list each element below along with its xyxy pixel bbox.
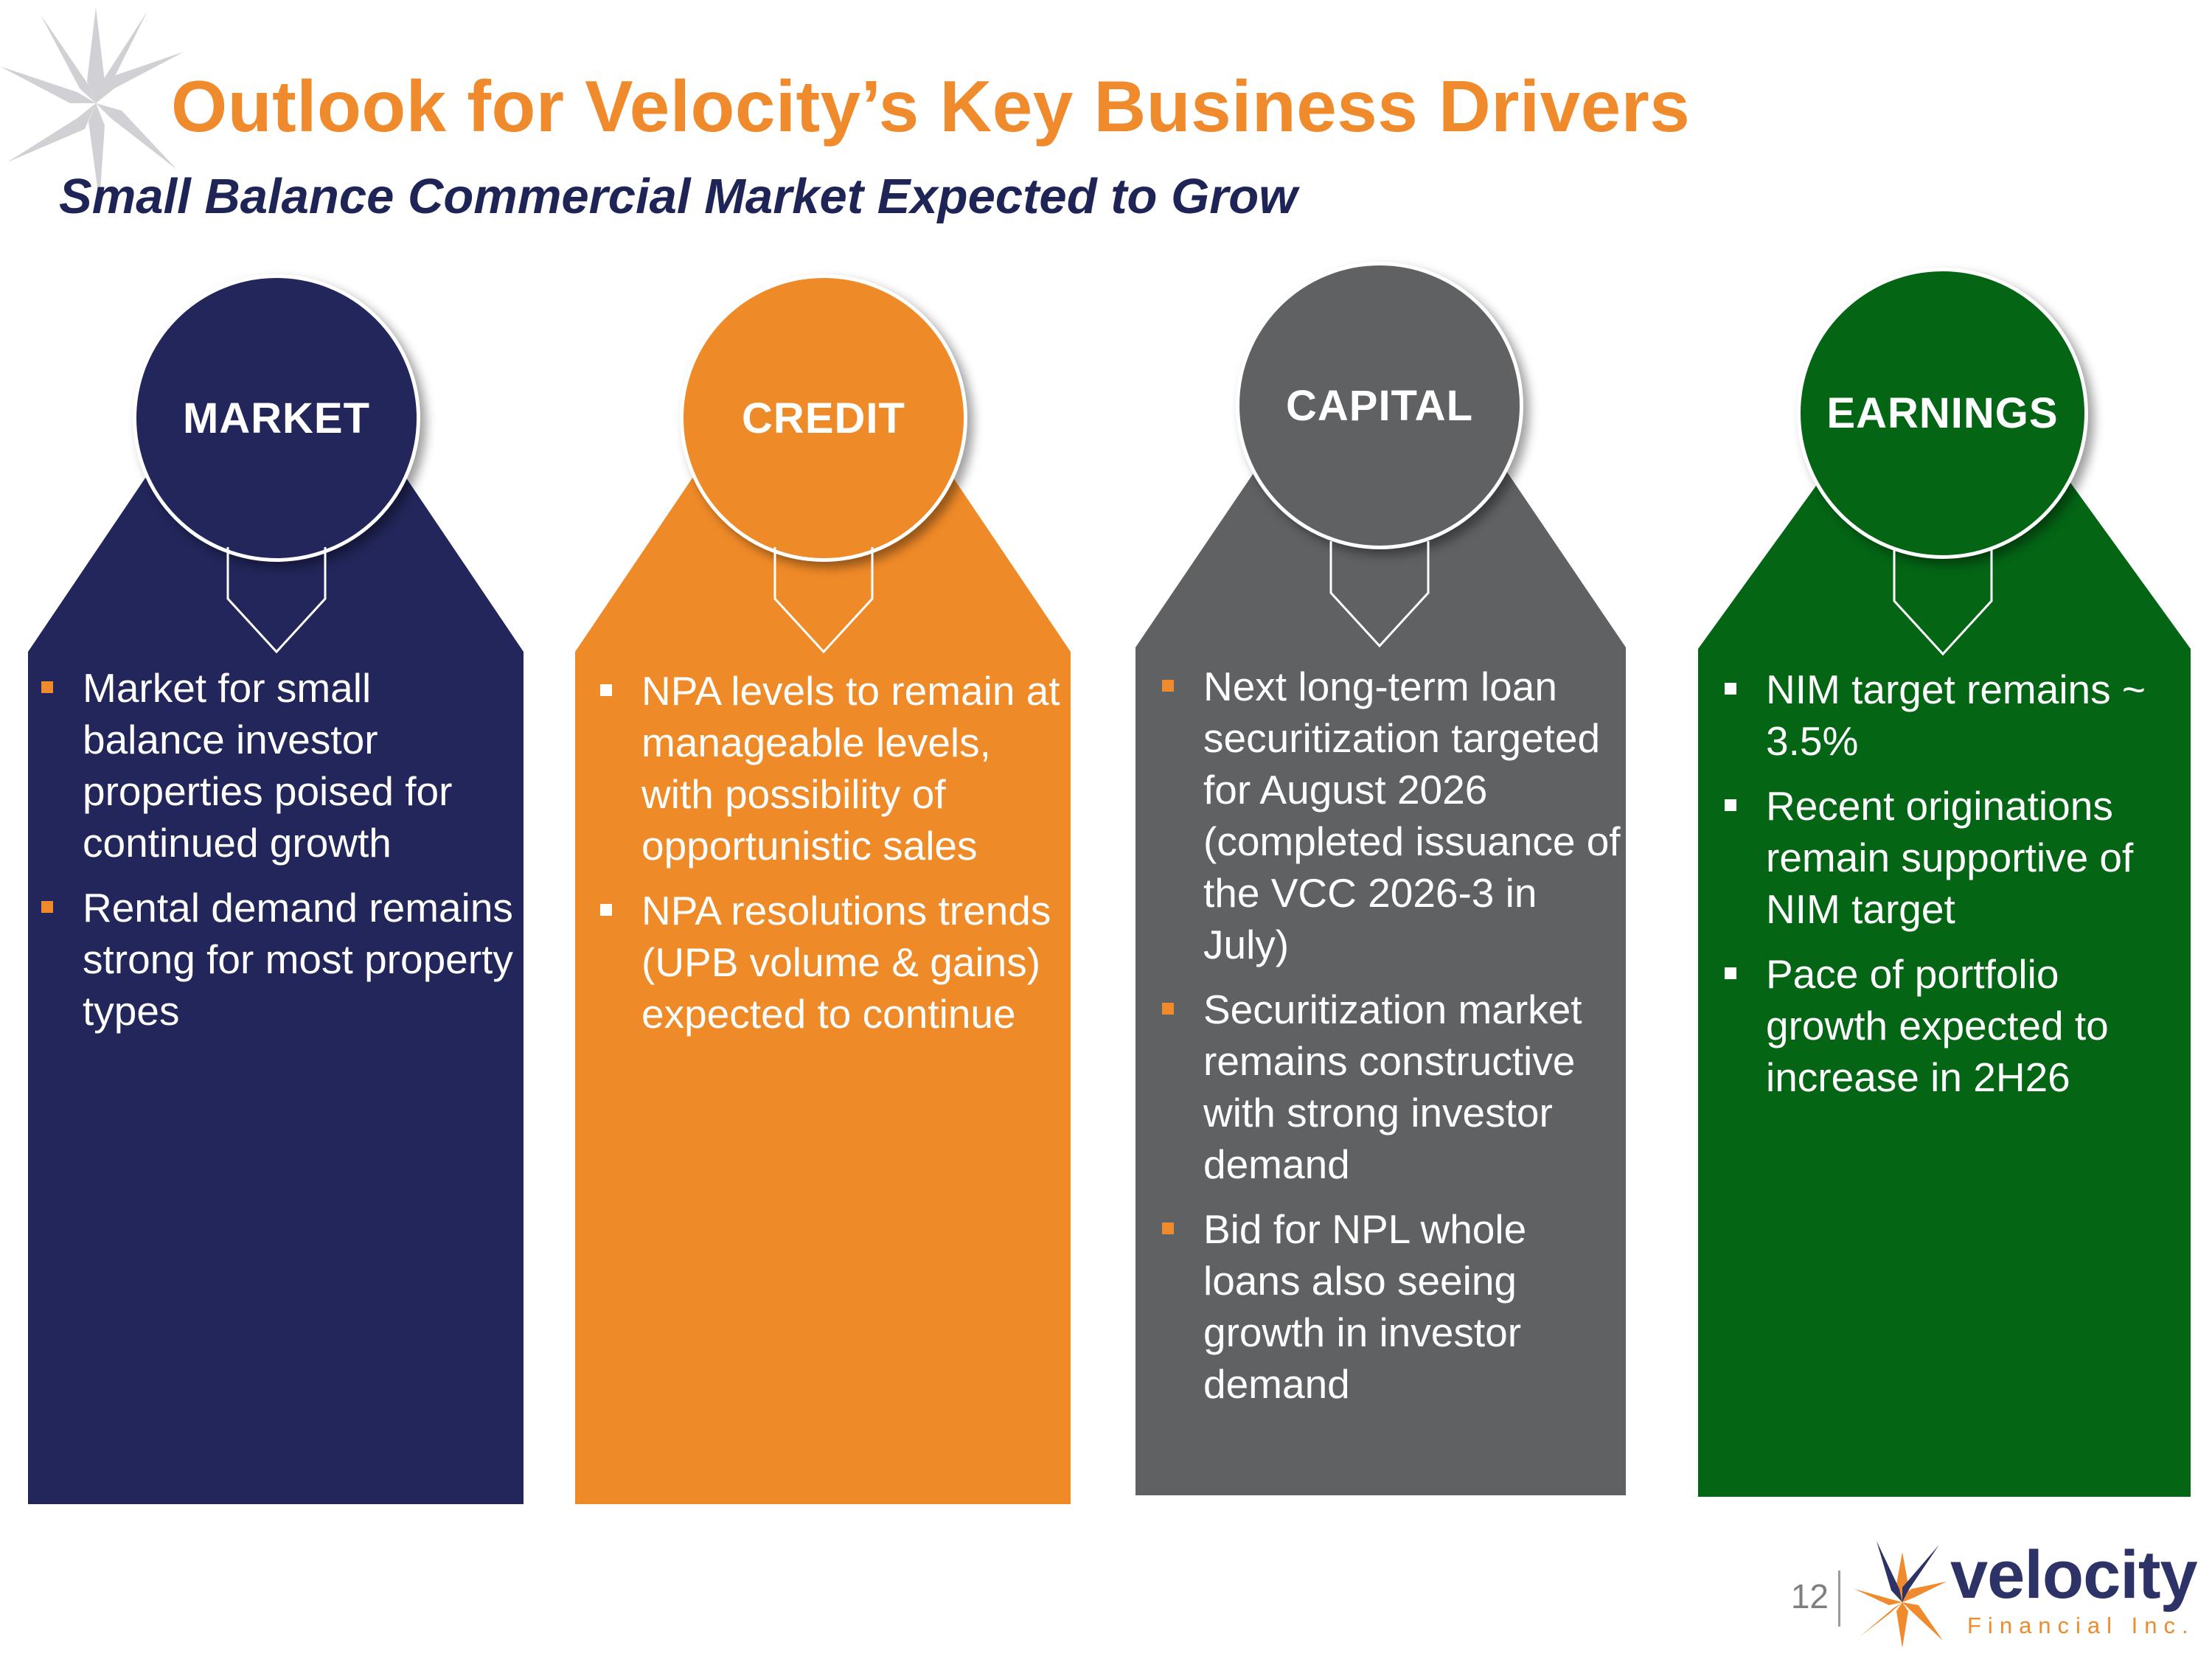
square-bullet-icon — [600, 904, 612, 916]
corner-star-graphic — [0, 7, 184, 203]
column-background — [1135, 465, 1626, 1495]
square-bullet-icon — [1725, 967, 1736, 979]
footer-divider — [1838, 1571, 1840, 1627]
velocity-logo-subtext: Financial Inc. — [1967, 1613, 2195, 1638]
column-background — [1698, 476, 2191, 1497]
velocity-logo-star-icon — [1854, 1541, 1947, 1648]
square-bullet-icon — [1725, 799, 1736, 811]
earnings-bullet-list: NIM target remains ~ 3.5% Recent origina… — [1725, 664, 2188, 1116]
earnings-label: EARNINGS — [1826, 389, 2059, 437]
list-item: Recent originations remain supportive of… — [1725, 780, 2188, 935]
column-market: MARKET Market for small balance investor… — [28, 258, 524, 1504]
page-title: Outlook for Velocity’s Key Business Driv… — [171, 66, 1691, 147]
list-item: NIM target remains ~ 3.5% — [1725, 664, 2188, 767]
list-item: NPA levels to remain at manageable level… — [600, 665, 1068, 872]
column-earnings: EARNINGS NIM target remains ~ 3.5% Recen… — [1698, 265, 2191, 1497]
column-shape — [575, 466, 1071, 1504]
credit-circle: CREDIT — [680, 274, 967, 562]
capital-label: CAPITAL — [1285, 381, 1473, 430]
column-shape — [1698, 476, 2191, 1497]
column-background — [575, 466, 1071, 1504]
column-shape — [1135, 465, 1626, 1495]
column-background — [28, 466, 524, 1504]
column-shape — [28, 466, 524, 1504]
credit-label: CREDIT — [742, 394, 905, 442]
list-item: Rental demand remains strong for most pr… — [41, 882, 521, 1037]
square-bullet-icon — [41, 681, 53, 693]
square-bullet-icon — [600, 684, 612, 696]
square-bullet-icon — [1162, 680, 1174, 692]
square-bullet-icon — [1162, 1222, 1174, 1234]
list-item: NPA resolutions trends (UPB volume & gai… — [600, 885, 1068, 1040]
down-pointer-icon — [226, 547, 327, 654]
market-label: MARKET — [182, 394, 371, 442]
earnings-circle: EARNINGS — [1797, 268, 2088, 559]
page-subtitle: Small Balance Commercial Market Expected… — [59, 169, 1298, 224]
square-bullet-icon — [1162, 1003, 1174, 1015]
capital-circle: CAPITAL — [1236, 262, 1523, 549]
down-pointer-icon — [773, 547, 874, 654]
market-bullet-list: Market for small balance investor proper… — [41, 662, 521, 1050]
square-bullet-icon — [41, 901, 53, 913]
column-capital: CAPITAL Next long-term loan securitizati… — [1135, 258, 1626, 1495]
list-item: Next long-term loan securitization targe… — [1162, 661, 1623, 970]
list-item: Market for small balance investor proper… — [41, 662, 521, 869]
velocity-logo-wordmark: velocity — [1950, 1537, 2198, 1613]
list-item: Securitization market remains constructi… — [1162, 984, 1623, 1190]
page-number: 12 — [1790, 1577, 1829, 1615]
down-pointer-icon — [1329, 541, 1430, 648]
list-item: Pace of portfolio growth expected to inc… — [1725, 948, 2188, 1103]
credit-bullet-list: NPA levels to remain at manageable level… — [600, 665, 1068, 1053]
capital-bullet-list: Next long-term loan securitization targe… — [1162, 661, 1623, 1423]
down-pointer-icon — [1893, 549, 1993, 656]
market-circle: MARKET — [133, 274, 420, 562]
list-item: Bid for NPL whole loans also seeing grow… — [1162, 1203, 1623, 1410]
square-bullet-icon — [1725, 683, 1736, 695]
column-credit: CREDIT NPA levels to remain at manageabl… — [575, 258, 1071, 1504]
